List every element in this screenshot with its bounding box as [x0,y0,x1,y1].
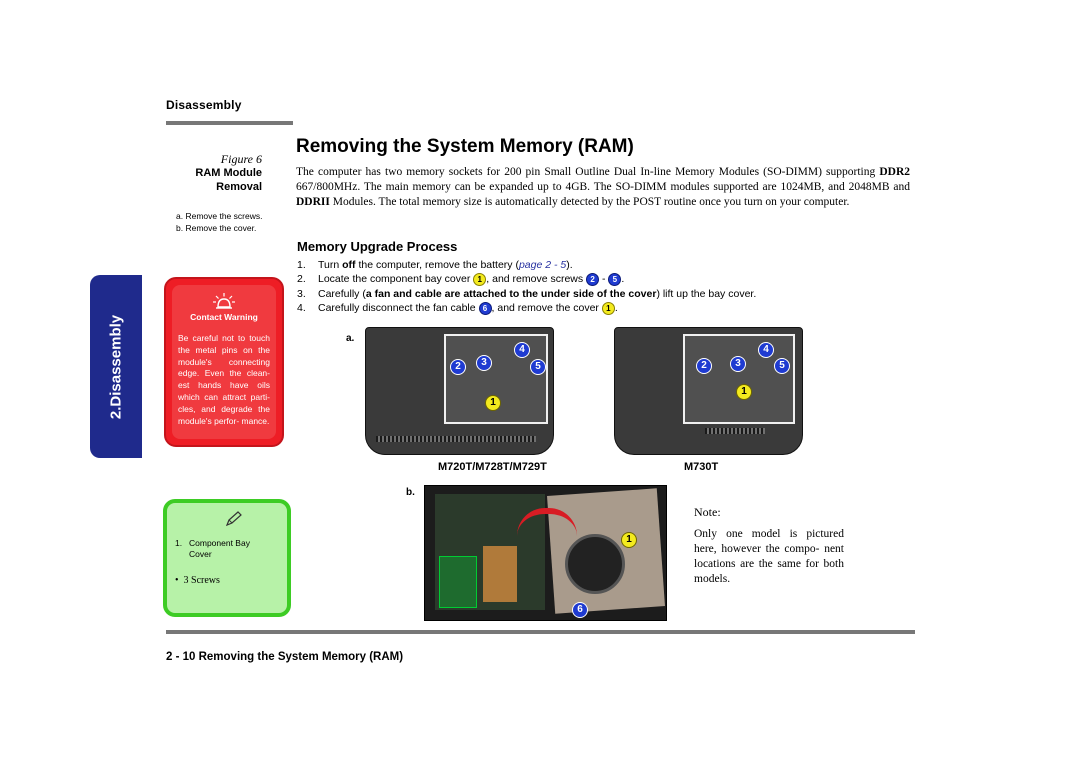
callout-5-icon: 5 [608,273,622,287]
ram-module [439,556,477,608]
step-2-text-a: Locate the component bay cover [318,273,474,286]
callout-1-icon: 1 [485,395,501,411]
step-2: 2. Locate the component bay cover 1, and… [297,272,756,287]
figure-number: Figure 6 [220,152,262,166]
callout-2-icon: 2 [450,359,466,375]
step-1-text-a: Turn [318,259,343,271]
callout-3-icon: 3 [476,355,492,371]
figure-title: RAM Module Removal [166,166,262,194]
callout-2-icon: 2 [586,273,600,287]
lift-arrow-icon [517,508,577,536]
laptop-bottom-photo-m730t: 4 2 3 5 1 [614,327,803,455]
step-3: 3. Carefully (a fan and cable are attach… [297,287,756,301]
step-4: 4. Carefully disconnect the fan cable 6,… [297,301,756,315]
step-number: 1. [297,259,306,271]
step-1-text-b: the computer, remove the battery ( [355,259,519,271]
pencil-icon [225,511,243,531]
step-text: Turn off the computer, remove the batter… [318,258,573,272]
figure-caption-b: b. Remove the cover. [176,223,257,233]
component-note-box: 1. Component Bay Cover • 3 Screws [163,499,291,617]
bullet-glyph: • [175,575,179,586]
laptop-bottom-photo-m720t: 4 2 3 5 1 [365,327,554,455]
header-rule [166,121,293,125]
screw-count-bullet: • 3 Screws [175,575,220,586]
component-list: 1. Component Bay Cover [175,538,250,560]
side-note-body: Only one model is pictured here, however… [694,528,844,585]
figure-caption-a: a. Remove the screws. [176,211,263,221]
step-4-text-b: , and remove the cover [491,302,602,315]
step-4-end: . [614,302,618,315]
callout-6-icon: 6 [572,602,588,618]
step-number: 3. [297,287,306,300]
step-text: Carefully (a fan and cable are attached … [318,287,756,301]
page-reference-link[interactable]: page 2 - 5 [518,259,567,271]
section-header: Disassembly [166,98,242,112]
component-list-item-line2: Cover [189,549,212,559]
figure-caption: a. Remove the screws. b. Remove the cove… [176,210,262,234]
bottom-vent [705,428,765,434]
step-2-end: . [621,273,625,286]
figure-title-line1: RAM Module [195,167,262,179]
component-list-item-label: Component Bay Cover [189,538,250,560]
callout-1-icon: 1 [601,301,615,315]
contact-warning-title: Contact Warning [190,312,258,322]
fan-icon [565,534,625,594]
callout-6-icon: 6 [478,301,492,315]
model-caption-m730t: M730T [684,461,719,473]
step-number: 4. [297,302,306,315]
image-label-a: a. [346,333,355,344]
chapter-side-tab: 2.Disassembly [90,275,142,458]
step-text: Carefully disconnect the fan cable 6, an… [318,301,618,315]
open-bay-fan-photo: 1 6 [424,485,667,621]
intro-text-2: 667/800MHz. The main memory can be expan… [296,181,910,193]
step-4-text-a: Carefully disconnect the fan cable [318,302,479,315]
component-bay-cover [444,334,548,424]
page-footer: 2 - 10 Removing the System Memory (RAM) [166,651,404,663]
section-subheading: Memory Upgrade Process [297,239,458,254]
component-list-item-line1: Component Bay [189,538,250,548]
intro-ddrii: DDRII [296,196,330,208]
callout-2-icon: 2 [696,358,712,374]
contact-warning-box: Contact Warning Be careful not to touch … [164,277,284,447]
step-1: 1. Turn off the computer, remove the bat… [297,258,756,272]
warning-light-icon [172,293,276,312]
step-3-text-a: Carefully ( [318,287,366,300]
procedure-steps: 1. Turn off the computer, remove the bat… [297,258,756,316]
callout-3-icon: 3 [730,356,746,372]
callout-5-icon: 5 [530,359,546,375]
step-number: 2. [297,273,306,286]
intro-text-3: Modules. The total memory size is automa… [329,196,850,208]
figure-title-line2: Removal [216,181,262,193]
intro-text-1: The computer has two memory sockets for … [296,166,880,178]
component-bay-cover [683,334,795,424]
side-note-title: Note: [694,505,721,519]
callout-4-icon: 4 [758,342,774,358]
step-3-bold: a fan and cable are attached to the unde… [365,287,657,300]
footer-rule [166,630,915,634]
heatpipe [483,546,517,602]
component-list-item: 1. Component Bay Cover [175,538,250,560]
chapter-side-tab-label: 2.Disassembly [107,314,125,419]
intro-paragraph: The computer has two memory sockets for … [296,165,910,210]
bottom-vent [376,436,536,442]
screw-count-text: 3 Screws [183,575,220,586]
component-list-item-number: 1. [175,538,183,548]
step-2-dash: - [599,273,609,286]
callout-5-icon: 5 [774,358,790,374]
callout-1-icon: 1 [736,384,752,400]
step-2-text-b: , and remove screws [486,273,587,286]
image-label-b: b. [406,487,415,498]
callout-1-icon: 1 [621,532,637,548]
intro-ddr2: DDR2 [879,166,910,178]
callout-4-icon: 4 [514,342,530,358]
contact-warning-inner: Contact Warning Be careful not to touch … [172,285,276,439]
step-1-bold: off [342,259,356,271]
step-3-text-b: ) lift up the bay cover. [656,287,757,300]
page-title: Removing the System Memory (RAM) [296,136,634,157]
callout-1-icon: 1 [473,273,487,287]
contact-warning-body: Be careful not to touch the metal pins o… [178,333,270,426]
model-caption-m720t: M720T/M728T/M729T [438,461,547,473]
step-text: Locate the component bay cover 1, and re… [318,272,625,287]
step-1-text-c: ). [566,259,573,271]
